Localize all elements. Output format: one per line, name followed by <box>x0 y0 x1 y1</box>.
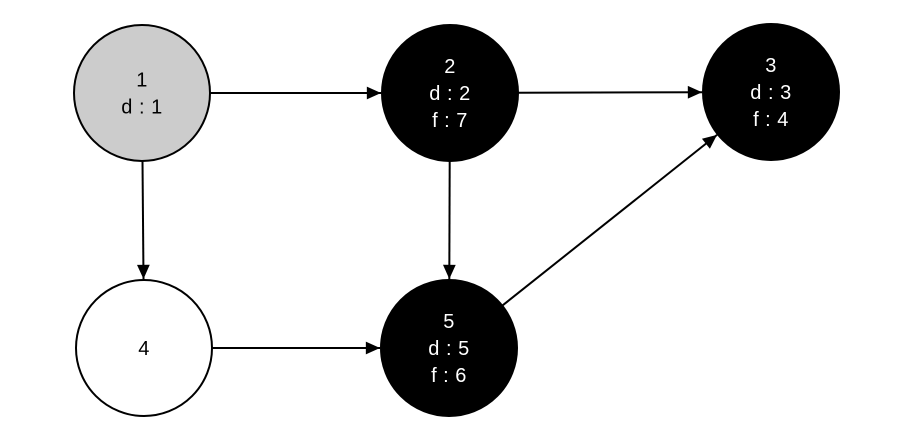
node-1: 1 d : 1 <box>73 24 211 162</box>
node-circle-3 <box>702 23 840 161</box>
node-label-line: d : 1 <box>121 97 162 119</box>
node-label-line: f : 6 <box>431 365 467 387</box>
node-label-1: 1 d : 1 <box>121 70 162 119</box>
node-circle-5 <box>380 279 518 417</box>
node-label-line: 4 <box>138 338 150 360</box>
node-label-line: 2 <box>444 56 456 78</box>
edge-1-4 <box>137 160 150 280</box>
node-label-line: d : 2 <box>429 83 470 105</box>
node-label-line: 1 <box>136 70 148 92</box>
node-4: 4 <box>75 279 213 417</box>
node-circle-1 <box>73 24 211 162</box>
node-5: 5 d : 5 f : 6 <box>380 279 518 417</box>
node-circle-2 <box>381 24 519 162</box>
node-label-line: f : 4 <box>753 109 789 131</box>
node-label-5: 5 d : 5 f : 6 <box>428 311 469 387</box>
node-2: 2 d : 2 f : 7 <box>381 24 519 162</box>
nodes-layer: 1 d : 1 2 d : 2 f : 7 3 d : 3 f : 4 4 5 d : 5 f : 6 <box>73 23 840 417</box>
node-circle-4 <box>75 279 213 417</box>
node-label-line: f : 7 <box>432 110 468 132</box>
node-label-line: 3 <box>765 55 777 77</box>
edges-layer <box>137 85 718 355</box>
node-3: 3 d : 3 f : 4 <box>702 23 840 161</box>
node-label-line: d : 5 <box>428 338 469 360</box>
node-label-3: 3 d : 3 f : 4 <box>750 55 791 131</box>
edge-2-3 <box>517 85 703 99</box>
node-label-2: 2 d : 2 f : 7 <box>429 56 470 132</box>
node-label-4: 4 <box>138 338 150 360</box>
node-label-line: 5 <box>443 311 455 333</box>
edge-5-3 <box>501 134 718 307</box>
node-label-line: d : 3 <box>750 82 791 104</box>
